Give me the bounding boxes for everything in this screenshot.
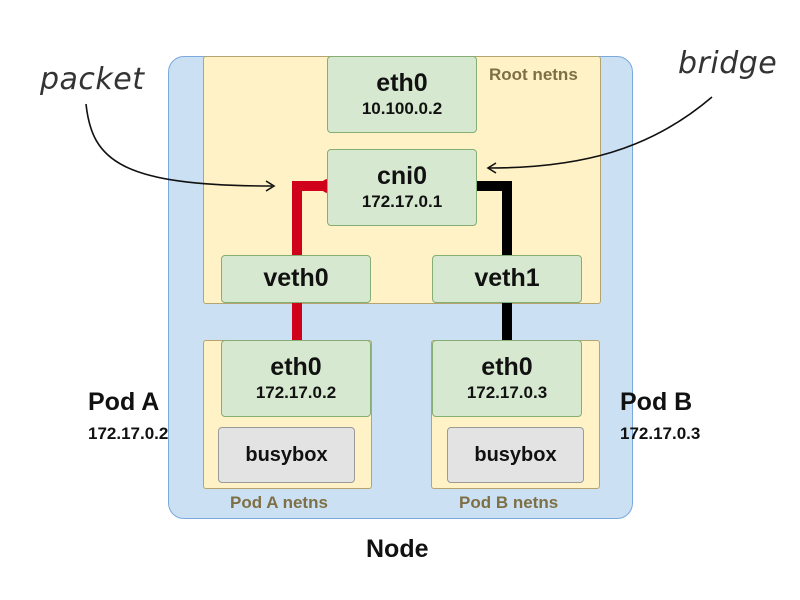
bridge-ip: 172.17.0.1	[361, 192, 443, 212]
pod-b-eth0-ip: 172.17.0.3	[466, 383, 548, 403]
bridge-annotation: bridge	[678, 46, 778, 81]
bridge-name: cni0	[376, 161, 428, 190]
pod-b-eth0-name: eth0	[481, 352, 533, 381]
root-eth0: eth0 10.100.0.2	[327, 56, 477, 133]
pod-a-ip: 172.17.0.2	[88, 424, 169, 443]
veth1: veth1	[432, 255, 582, 303]
veth0: veth0	[221, 255, 371, 303]
pod-a-netns-label: Pod A netns	[230, 493, 328, 512]
root-eth0-name: eth0	[376, 68, 428, 97]
pod-b-netns-label: Pod B netns	[459, 493, 559, 512]
packet-annotation: packet	[40, 62, 145, 97]
veth0-name: veth0	[263, 264, 329, 293]
bridge-cni0: cni0 172.17.0.1	[327, 149, 477, 226]
pod-a-eth0-name: eth0	[270, 352, 322, 381]
root-netns-label: Root netns	[489, 65, 578, 84]
veth1-name: veth1	[474, 264, 540, 293]
pod-b-container: busybox	[447, 427, 584, 483]
root-eth0-ip: 10.100.0.2	[361, 99, 443, 119]
pod-a-container: busybox	[218, 427, 355, 483]
node-label: Node	[366, 535, 429, 563]
pod-b-label: Pod B	[620, 388, 693, 416]
pod-b-ip: 172.17.0.3	[620, 424, 701, 443]
pod-a-label: Pod A	[88, 388, 160, 416]
pod-b-eth0: eth0 172.17.0.3	[432, 340, 582, 417]
pod-a-eth0-ip: 172.17.0.2	[255, 383, 337, 403]
pod-a-eth0: eth0 172.17.0.2	[221, 340, 371, 417]
